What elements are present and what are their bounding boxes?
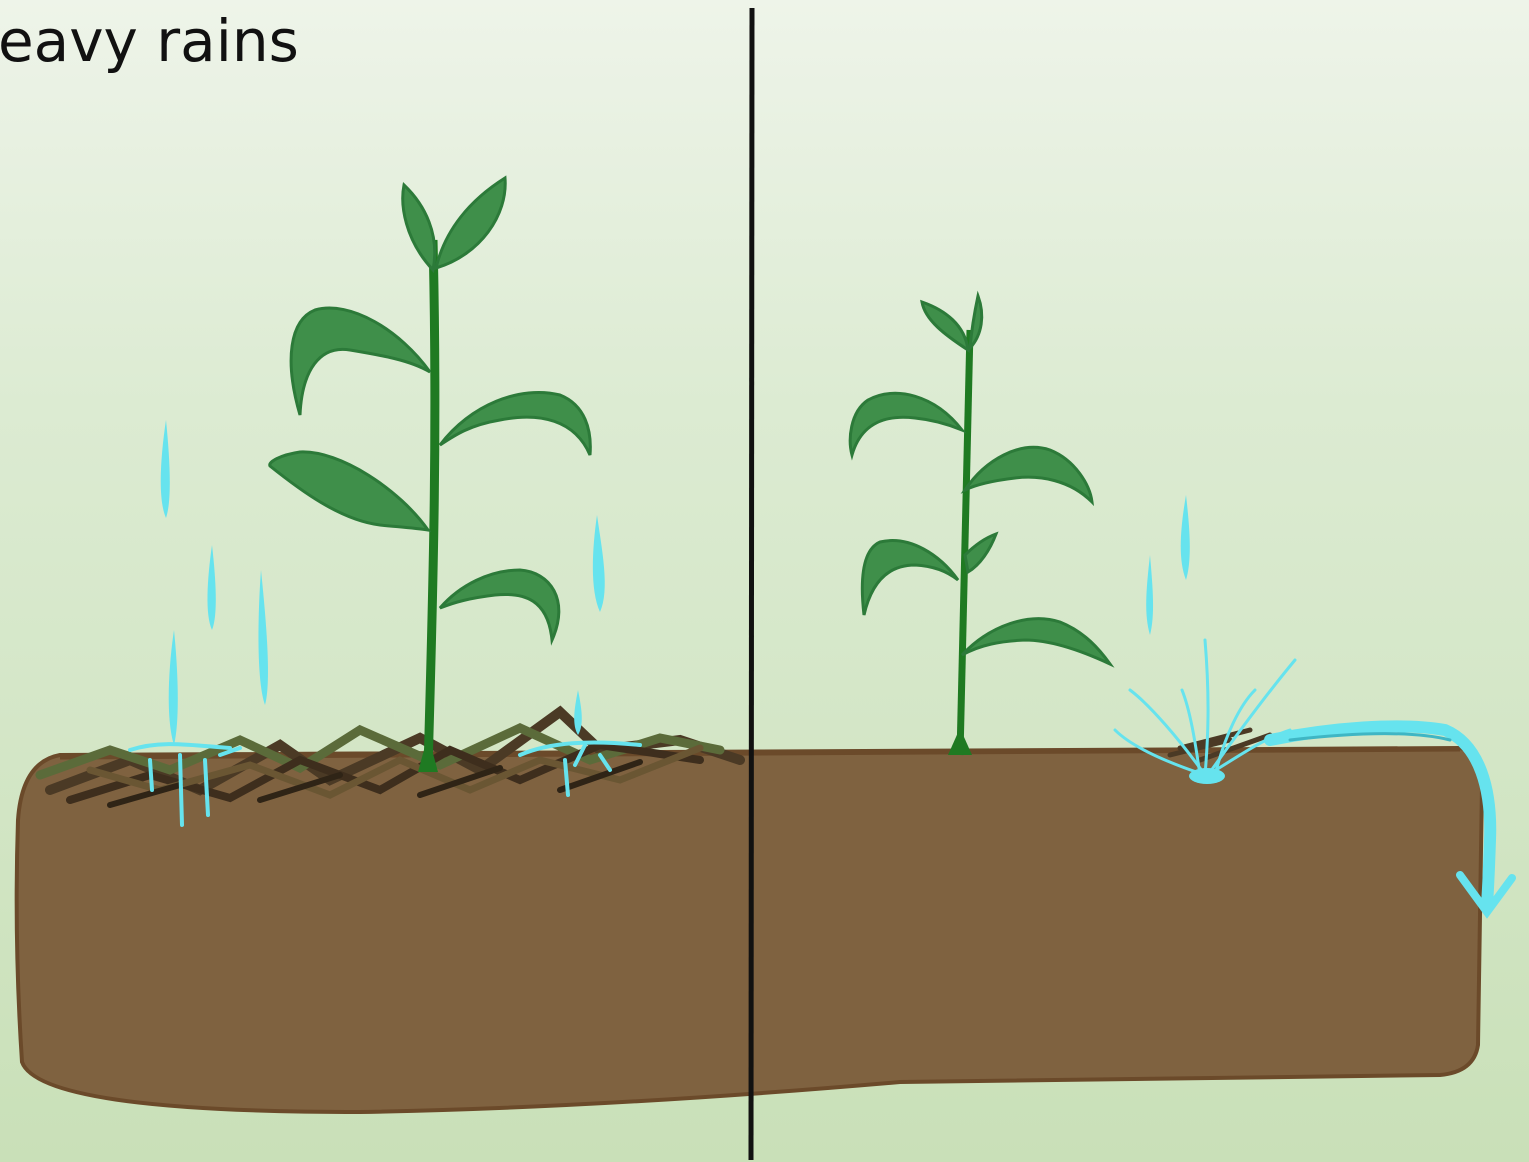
leaf — [270, 452, 428, 530]
leaf — [440, 570, 559, 640]
plant-with-mulch — [270, 178, 591, 772]
leaf — [291, 308, 430, 415]
stem — [428, 240, 435, 770]
stem — [960, 330, 970, 755]
rain-drops-right — [1146, 495, 1190, 635]
leaf — [436, 178, 505, 268]
leaf — [440, 392, 590, 455]
leaf — [922, 302, 968, 350]
leaf — [850, 393, 962, 455]
leaf — [970, 296, 982, 348]
leaf — [962, 619, 1110, 664]
divider-line — [751, 8, 752, 1160]
roots — [948, 728, 972, 755]
leaf — [862, 541, 958, 615]
leaf — [403, 185, 435, 270]
leaf — [965, 447, 1092, 502]
leaf — [965, 534, 996, 572]
plant-without-mulch — [850, 296, 1110, 755]
